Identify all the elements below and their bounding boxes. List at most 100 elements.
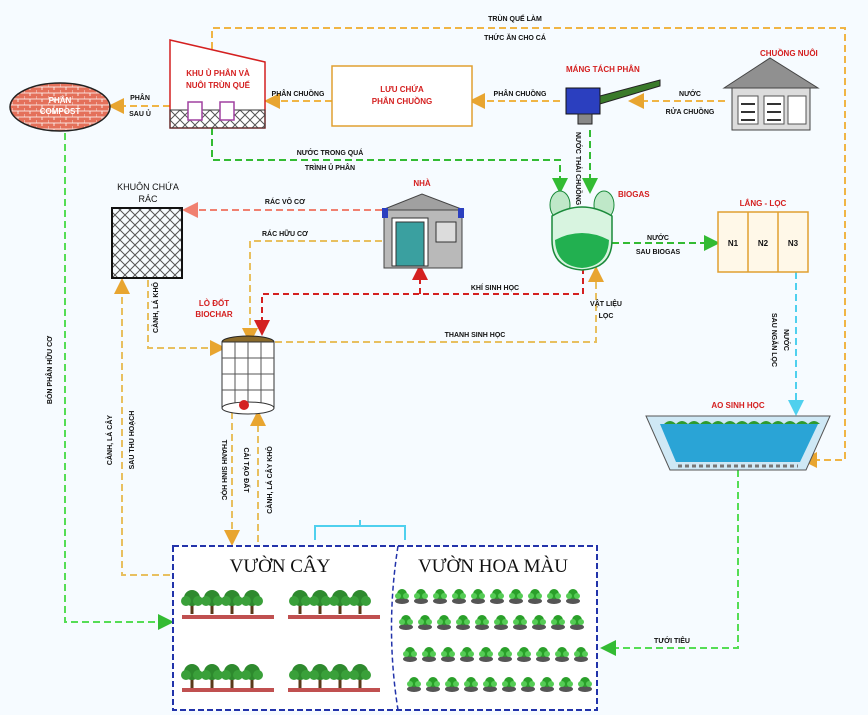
- crop-icon: [460, 647, 474, 662]
- crop-icon: [445, 677, 459, 692]
- phan-compost-label-1: PHÂN: [49, 96, 72, 105]
- n3-label: N3: [788, 239, 799, 248]
- n1-label: N1: [728, 239, 739, 248]
- biogas-tank: [549, 190, 615, 271]
- flow-nuoc-sau-ngan-loc-label-1: NƯỚC: [782, 329, 791, 351]
- khu-u-label-1: KHU Ủ PHÂN VÀ: [186, 69, 250, 78]
- lang-loc-label: LẮNG - LỌC: [740, 199, 787, 208]
- flow-canh-la-kho-top-label: CÀNH, LÁ KHÔ: [151, 281, 160, 332]
- garden-bed: [288, 688, 380, 692]
- crop-icon: [418, 615, 432, 630]
- crop-icon: [536, 647, 550, 662]
- luu-chua-box: [331, 65, 473, 127]
- tree-icon: [221, 664, 243, 688]
- lo-dot-label-2: BIOCHAR: [195, 310, 233, 319]
- tree-icon: [221, 590, 243, 614]
- vuon-hoa-mau-label: VƯỜN HOA MÀU: [418, 555, 568, 577]
- tree-icon: [201, 664, 223, 688]
- flow-rac-vo-co-label: RÁC VÔ CƠ: [265, 197, 305, 206]
- crop-icon: [540, 677, 554, 692]
- tree-icon: [349, 590, 371, 614]
- khuon-chua-rac: [111, 207, 183, 279]
- crop-icon: [509, 589, 523, 604]
- flow-canh-la-cay-sau-thu-hoach-label-1: CÀNH, LÁ CÂY: [105, 415, 114, 465]
- crop-icon: [471, 589, 485, 604]
- flow-rac-huu-co-label: RÁC HỮU CƠ: [262, 229, 308, 238]
- crop-icon: [475, 615, 489, 630]
- flow-trun-que-label-1: TRÙN QUẾ LÀM: [488, 13, 542, 23]
- crop-icon: [395, 589, 409, 604]
- vuon-divider: [390, 545, 399, 711]
- flow-vat-lieu-loc-label-2: LỌC: [599, 313, 614, 320]
- khuon-label-1: KHUÔN CHỨA: [117, 182, 179, 192]
- garden-bed: [182, 688, 274, 692]
- flow-bon-phan-line: [64, 133, 174, 630]
- phan-compost-label-2: COMPOST: [40, 107, 81, 116]
- flow-vat-lieu-loc-label-1: VẬT LIỆU: [590, 299, 622, 308]
- chuong-nuoi: [722, 57, 820, 131]
- vuon-cay-label: VƯỜN CÂY: [230, 555, 331, 577]
- crop-icon: [422, 647, 436, 662]
- khuon-label-2: RÁC: [138, 194, 158, 204]
- crop-icon: [528, 589, 542, 604]
- garden-plants: [181, 589, 592, 692]
- tree-icon: [309, 664, 331, 688]
- crop-icon: [407, 677, 421, 692]
- crop-icon: [566, 589, 580, 604]
- crop-icon: [437, 615, 451, 630]
- crop-icon: [555, 647, 569, 662]
- tree-icon: [201, 590, 223, 614]
- tree-icon: [181, 664, 203, 688]
- crop-icon: [559, 677, 573, 692]
- flow-phan-sau-u-label-2: SAU Ủ: [129, 109, 151, 118]
- flow-than-sinh-hoc-label: THANH SINH HỌC: [445, 332, 506, 339]
- flow-than-sinh-hoc-cai-tao-label-2: CẢI TẠO ĐẤT: [242, 447, 252, 493]
- flow-nuoc-trong-qua-label-2: TRÌNH Ủ PHÂN: [305, 163, 355, 172]
- tree-icon: [241, 664, 263, 688]
- lo-dot-label-1: LÒ ĐỐT: [199, 298, 229, 308]
- nha-label: NHÀ: [413, 179, 431, 188]
- crop-icon: [498, 647, 512, 662]
- n2-label: N2: [758, 239, 769, 248]
- flow-nuoc-rua-label-2: RỬA CHUỒNG: [666, 106, 715, 116]
- ao-sinh-hoc-label: AO SINH HỌC: [711, 401, 765, 410]
- crop-icon: [502, 677, 516, 692]
- crop-icon: [414, 589, 428, 604]
- biogas-label: BIOGAS: [618, 190, 650, 199]
- crop-icon: [547, 589, 561, 604]
- tree-icon: [181, 590, 203, 614]
- crop-icon: [403, 647, 417, 662]
- tree-icon: [349, 664, 371, 688]
- crop-icon: [464, 677, 478, 692]
- crop-icon: [441, 647, 455, 662]
- flow-nuoc-sau-biogas-label-1: NƯỚC: [647, 233, 669, 242]
- flow-trun-que-label-2: THỨC ĂN CHO CÁ: [484, 33, 546, 42]
- crop-icon: [494, 615, 508, 630]
- tree-icon: [289, 664, 311, 688]
- tree-icon: [241, 590, 263, 614]
- phan-compost: [9, 82, 111, 132]
- mang-tach-phan: [565, 79, 661, 125]
- flow-tuoi-tieu-line: [600, 470, 739, 656]
- crop-icon: [578, 677, 592, 692]
- sprinkler-line: [314, 520, 406, 540]
- khu-u-phan: [169, 39, 266, 129]
- flow-nuoc-sau-ngan-loc-label-2: SAU NGĂN LỌC: [770, 313, 779, 367]
- flow-nuoc-trong-qua-line: [211, 128, 568, 194]
- flow-phan-chuong-a-label: PHÂN CHUỒNG: [494, 88, 547, 98]
- crop-icon: [551, 615, 565, 630]
- crop-icon: [517, 647, 531, 662]
- flow-canh-la-cay-kho-label: CÀNH, LÁ CÂY KHÔ: [265, 446, 274, 514]
- flow-nuoc-rua-label-1: NƯỚC: [679, 89, 701, 98]
- flow-rac-huu-co-line: [242, 240, 382, 344]
- flow-than-sinh-hoc-cai-tao-label-1: THANH SINH HỌC: [220, 440, 227, 501]
- crop-icon: [570, 615, 584, 630]
- tree-icon: [329, 590, 351, 614]
- flow-khi-sinh-hoc-line: [254, 268, 584, 336]
- tree-icon: [309, 590, 331, 614]
- crop-icon: [483, 677, 497, 692]
- lang-loc-tank: [717, 211, 809, 273]
- flow-tuoi-tieu-label: TƯỚI TIÊU: [654, 636, 690, 645]
- flow-bon-phan-huu-co-label: BÓN PHÂN HỮU CƠ: [45, 336, 54, 404]
